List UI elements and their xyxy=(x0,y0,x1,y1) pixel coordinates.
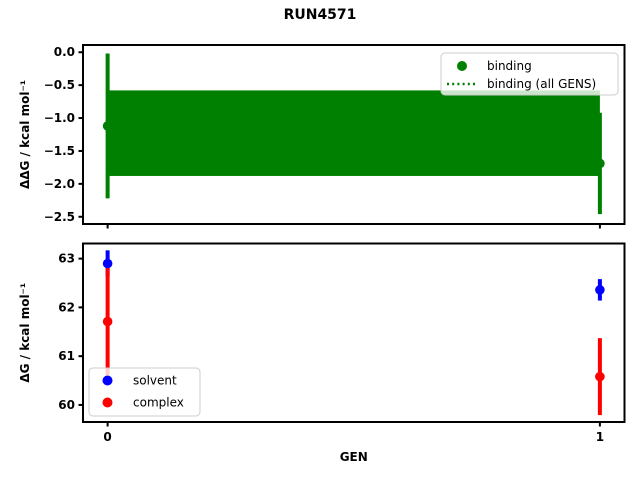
legend-label-binding: binding xyxy=(487,59,532,73)
figure-title: RUN4571 xyxy=(284,7,357,23)
legend-label-binding-all-gens: binding (all GENS) xyxy=(487,77,596,91)
axes-dg: solvent complex 63 62 61 60 0 1 ΔG / kcal mol… xyxy=(18,242,626,464)
frame-layer: 63 62 61 60 0 1 xyxy=(58,242,626,444)
x-tick-label: 0 xyxy=(103,430,111,444)
y-tick-label: −1.0 xyxy=(44,111,75,125)
x-tick-label: 1 xyxy=(596,430,604,444)
legend-box xyxy=(440,52,619,96)
y-tick-label: −2.0 xyxy=(44,177,75,191)
y-tick-label: 62 xyxy=(58,300,75,314)
binding-data-point xyxy=(595,158,605,169)
complex-data-point xyxy=(595,371,605,382)
band-layer xyxy=(107,90,600,176)
y-tick-label: 63 xyxy=(58,252,75,266)
solvent-legend-marker-icon xyxy=(102,375,113,386)
data-layer xyxy=(102,250,605,416)
axes-ddg: 0.0 −0.5 −1.0 −1.5 −2.0 −2.5 ΔΔG / kcal mol⁻¹… xyxy=(18,44,626,229)
y-tick-label: −1.5 xyxy=(44,144,75,158)
data-layer xyxy=(102,53,605,215)
y-tick-label: 60 xyxy=(58,398,75,412)
y-tick-label: 0.0 xyxy=(54,45,75,59)
y-tick-label: −2.5 xyxy=(44,210,75,224)
axes-frame xyxy=(82,242,626,423)
binding-data-point xyxy=(102,121,113,131)
uncertainty-band xyxy=(107,90,600,176)
x-axis-label-gen: GEN xyxy=(340,450,368,464)
legend-label-complex: complex xyxy=(133,396,184,410)
complex-data-point xyxy=(102,316,113,327)
complex-legend-marker-icon xyxy=(102,397,113,408)
legend-box xyxy=(88,367,201,417)
solvent-data-point xyxy=(102,258,113,269)
y-axis-label-ddg: ΔΔG / kcal mol⁻¹ xyxy=(18,80,32,189)
legend-dg: solvent complex xyxy=(88,367,201,417)
legend-label-solvent: solvent xyxy=(133,374,177,388)
y-tick-label: −0.5 xyxy=(44,78,75,92)
binding-legend-marker-icon xyxy=(457,61,467,71)
y-tick-label: 61 xyxy=(58,349,75,363)
y-axis-label-dg: ΔG / kcal mol⁻¹ xyxy=(18,283,32,383)
legend-ddg: binding binding (all GENS) xyxy=(440,52,619,96)
axes-frame xyxy=(82,44,626,225)
solvent-data-point xyxy=(595,285,605,295)
frame-layer: 0.0 −0.5 −1.0 −1.5 −2.0 −2.5 xyxy=(44,44,626,229)
